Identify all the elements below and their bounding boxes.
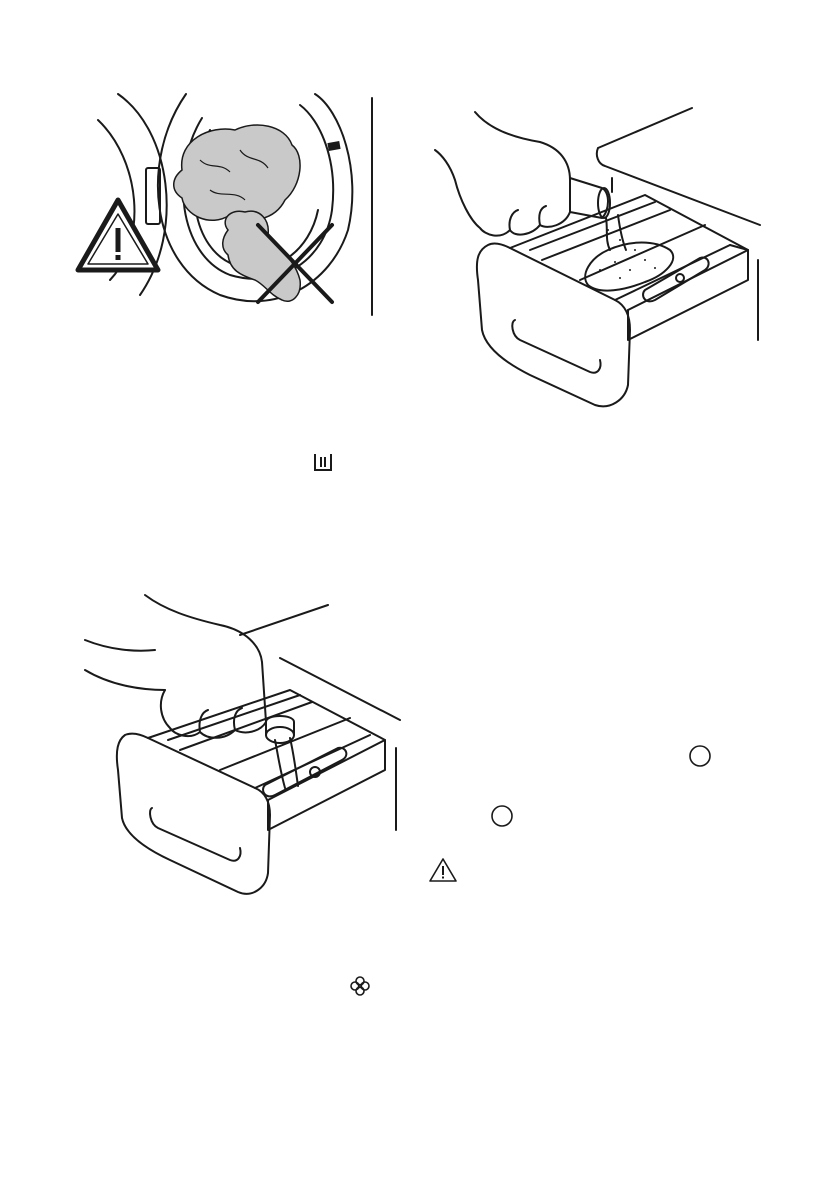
prewash-compartment-icon [312,451,334,473]
drawer-handle [512,320,600,373]
flower-icon [349,975,371,997]
illustration-liquid-detergent [80,590,410,910]
machine-top [597,108,760,225]
hand [435,112,570,236]
hand [145,595,266,738]
circle-icon [688,744,712,768]
arm [85,640,165,690]
powder-detergent-drawing [430,100,770,410]
powder-pile [585,243,673,291]
detergent-cap [266,727,294,743]
softener-slot [263,748,346,797]
softener-flower-mark [676,274,684,282]
illustration-powder-detergent [430,100,770,410]
circle-icon [490,804,514,828]
drawer-front [117,734,270,894]
machine-side [612,178,758,340]
warning-icon [428,857,458,883]
liquid-stream [275,738,298,788]
door-warning-drawing [70,90,390,320]
door-lock-mark [327,141,340,151]
drawer-handle [150,808,241,861]
illustration-door-warning [70,90,390,320]
liquid-detergent-drawing [80,590,410,910]
